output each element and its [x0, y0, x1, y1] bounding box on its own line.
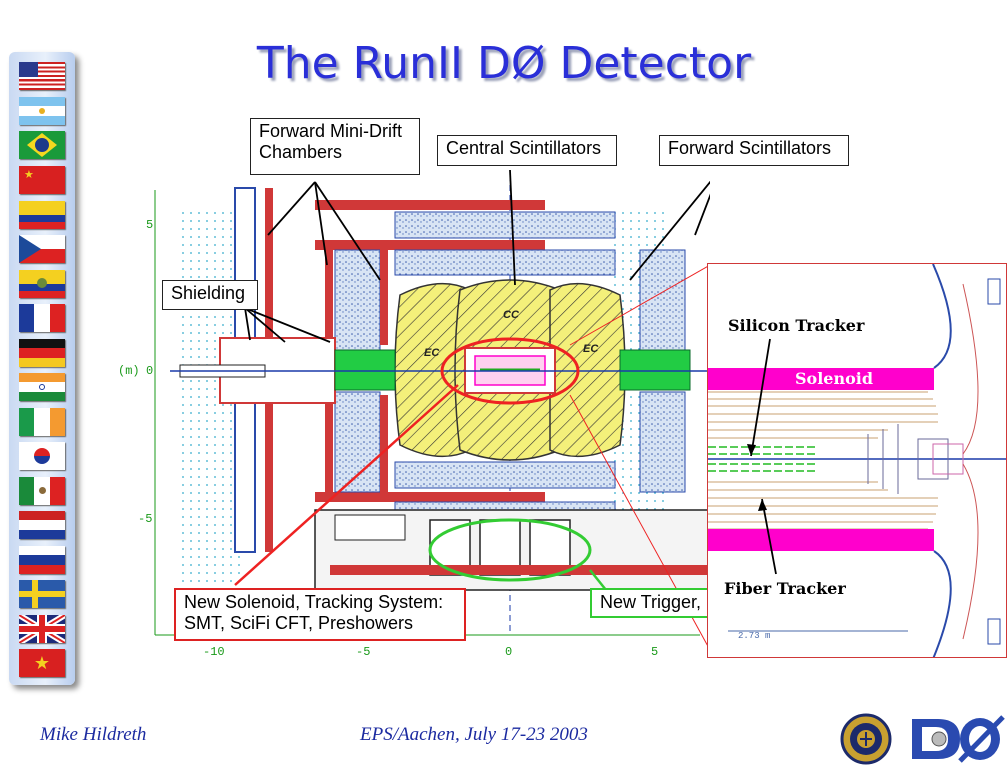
- brazil-flag: [19, 131, 65, 159]
- y-axis-unit: (m): [118, 364, 140, 378]
- region-label-cc: CC: [503, 309, 520, 321]
- ecuador-flag: [19, 270, 65, 298]
- usa-flag: [19, 62, 65, 90]
- x-tick-0: 0: [505, 645, 513, 659]
- mexico-flag: [19, 477, 65, 505]
- india-flag: [19, 373, 65, 401]
- argentina-flag: [19, 97, 65, 125]
- arrow-shielding-1: [244, 307, 251, 341]
- callout-forward-scintillators: Forward Scintillators: [659, 135, 849, 166]
- callout-new-trigger: New Trigger,: [590, 588, 718, 618]
- germany-flag: [19, 339, 65, 367]
- inset-connector-top: [569, 264, 711, 346]
- inset-drawing: 2.73 m: [708, 264, 1006, 657]
- netherlands-flag: [19, 511, 65, 539]
- bottom-magnet-bar-inner: [315, 492, 545, 502]
- czech-flag: [19, 235, 65, 263]
- arrow-new-solenoid: [234, 384, 459, 586]
- france-flag: [19, 304, 65, 332]
- notre-dame-seal-logo: [838, 713, 894, 765]
- forward-tracker-left: [334, 349, 396, 391]
- callout-new-solenoid: New Solenoid, Tracking System: SMT, SciF…: [174, 588, 466, 641]
- forward-muon-panel-upper-left: [234, 187, 256, 339]
- top-magnet-bar-inner: [315, 240, 545, 250]
- russia-flag: [19, 546, 65, 574]
- arrow-forward-scint-1: [629, 169, 721, 281]
- arrow-silicon-tracker: [750, 338, 771, 457]
- y-tick-0: 0: [146, 364, 154, 378]
- right-end-iron-lower: [639, 391, 686, 493]
- callout-forward-mini-drift: Forward Mini-Drift Chambers: [250, 118, 420, 175]
- bottom-iron-block: [394, 461, 616, 489]
- region-label-ec-left: EC: [424, 347, 440, 359]
- vietnam-flag: ★: [19, 649, 65, 677]
- korea-flag: [19, 442, 65, 470]
- left-end-iron-upper: [334, 249, 381, 351]
- top-magnet-bar-outer: [315, 200, 545, 210]
- right-end-iron-upper: [639, 249, 686, 351]
- mini-drift-lower-left: [265, 402, 273, 552]
- slide-title: The RunII DØ Detector: [256, 38, 752, 89]
- silicon-layers: [708, 446, 818, 472]
- tracker-inset: 2.73 m: [707, 263, 1007, 658]
- inset-outer-boundary-top: [932, 264, 952, 369]
- colombia-flag: [19, 201, 65, 229]
- region-label-ec-right: EC: [583, 343, 599, 355]
- arrow-central-scint: [509, 169, 516, 286]
- x-tick-5: 5: [651, 645, 659, 659]
- x-tick-minus-5: -5: [356, 645, 371, 659]
- tracking-system-circle: [440, 337, 580, 405]
- left-end-iron-lower: [334, 391, 381, 493]
- inset-forward-detectors: [867, 424, 964, 494]
- arrow-mini-drift-1: [267, 181, 316, 236]
- fiber-tracker-label: Fiber Tracker: [724, 579, 846, 598]
- china-flag: ★: [19, 166, 65, 194]
- sweden-flag: [19, 580, 65, 608]
- ireland-flag: [19, 408, 65, 436]
- solenoid-bar-bottom: [708, 529, 934, 551]
- uk-flag: [19, 615, 65, 643]
- silicon-tracker-label: Silicon Tracker: [728, 316, 865, 335]
- forward-muon-panel-lower-left: [234, 401, 256, 553]
- callout-shielding: Shielding: [162, 280, 258, 310]
- arrow-fiber-tracker: [761, 498, 777, 575]
- end-calorimeter-right: [549, 282, 626, 458]
- fiber-layers: [708, 391, 938, 530]
- solenoid-label: Solenoid: [795, 369, 874, 388]
- footer-author: Mike Hildreth: [40, 724, 147, 745]
- d0-logo: [908, 713, 1008, 765]
- base-rail: [330, 565, 710, 575]
- top-iron-block: [394, 211, 616, 239]
- flag-sidebar: ★: [9, 52, 75, 685]
- inset-outer-boundary-bottom: [932, 550, 952, 657]
- y-tick-5: 5: [146, 218, 154, 232]
- footer-event: EPS/Aachen, July 17-23 2003: [360, 724, 588, 745]
- callout-central-scintillators: Central Scintillators: [437, 135, 617, 166]
- x-tick-minus-10: -10: [203, 645, 225, 659]
- trigger-circle: [428, 518, 592, 582]
- y-tick-minus-5: -5: [138, 512, 153, 526]
- mini-drift-upper-left: [265, 188, 273, 338]
- dimension-label: 2.73 m: [738, 631, 770, 641]
